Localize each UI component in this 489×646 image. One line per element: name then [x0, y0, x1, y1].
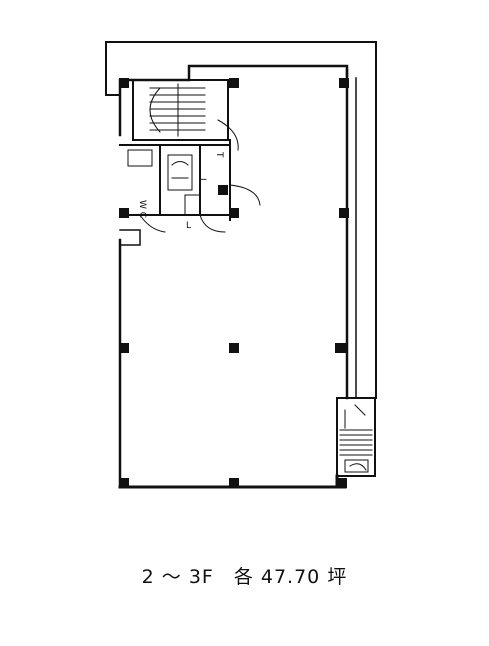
wc-label: W C: [137, 200, 147, 218]
southeast-door: [344, 459, 369, 473]
entry-bracket: [119, 229, 141, 246]
column: [119, 478, 129, 488]
floor-area-caption: 2 ～ 3F 各 47.70 坪: [141, 566, 348, 588]
core-partitions: [119, 139, 231, 221]
column: [339, 208, 349, 218]
stair-landing-curve: [149, 87, 161, 133]
core-door-swing: [139, 119, 261, 233]
column: [339, 78, 349, 88]
column: [229, 478, 239, 488]
stair-treads-southeast: [339, 404, 373, 456]
stair-core-southeast: [336, 397, 376, 477]
site-outline: [105, 41, 377, 399]
column: [119, 78, 129, 88]
column: [218, 185, 228, 195]
column: [229, 343, 239, 353]
sink-detail: [171, 161, 189, 179]
column: [229, 208, 239, 218]
stair-core-north: [132, 79, 229, 141]
structural-columns: [119, 78, 349, 488]
sink-fixture: [167, 154, 193, 191]
column: [119, 343, 129, 353]
column: [119, 208, 129, 218]
column: [337, 478, 347, 488]
floor-plan: W C T L L: [105, 41, 377, 489]
l-mark-1: L: [186, 221, 191, 231]
column: [229, 78, 239, 88]
toilet-fixture: [127, 149, 153, 167]
stair-treads-north: [149, 83, 206, 137]
l-mark-2: L: [197, 178, 207, 183]
column: [335, 343, 347, 353]
cabinet: [184, 194, 201, 216]
t-mark: T: [214, 151, 224, 158]
